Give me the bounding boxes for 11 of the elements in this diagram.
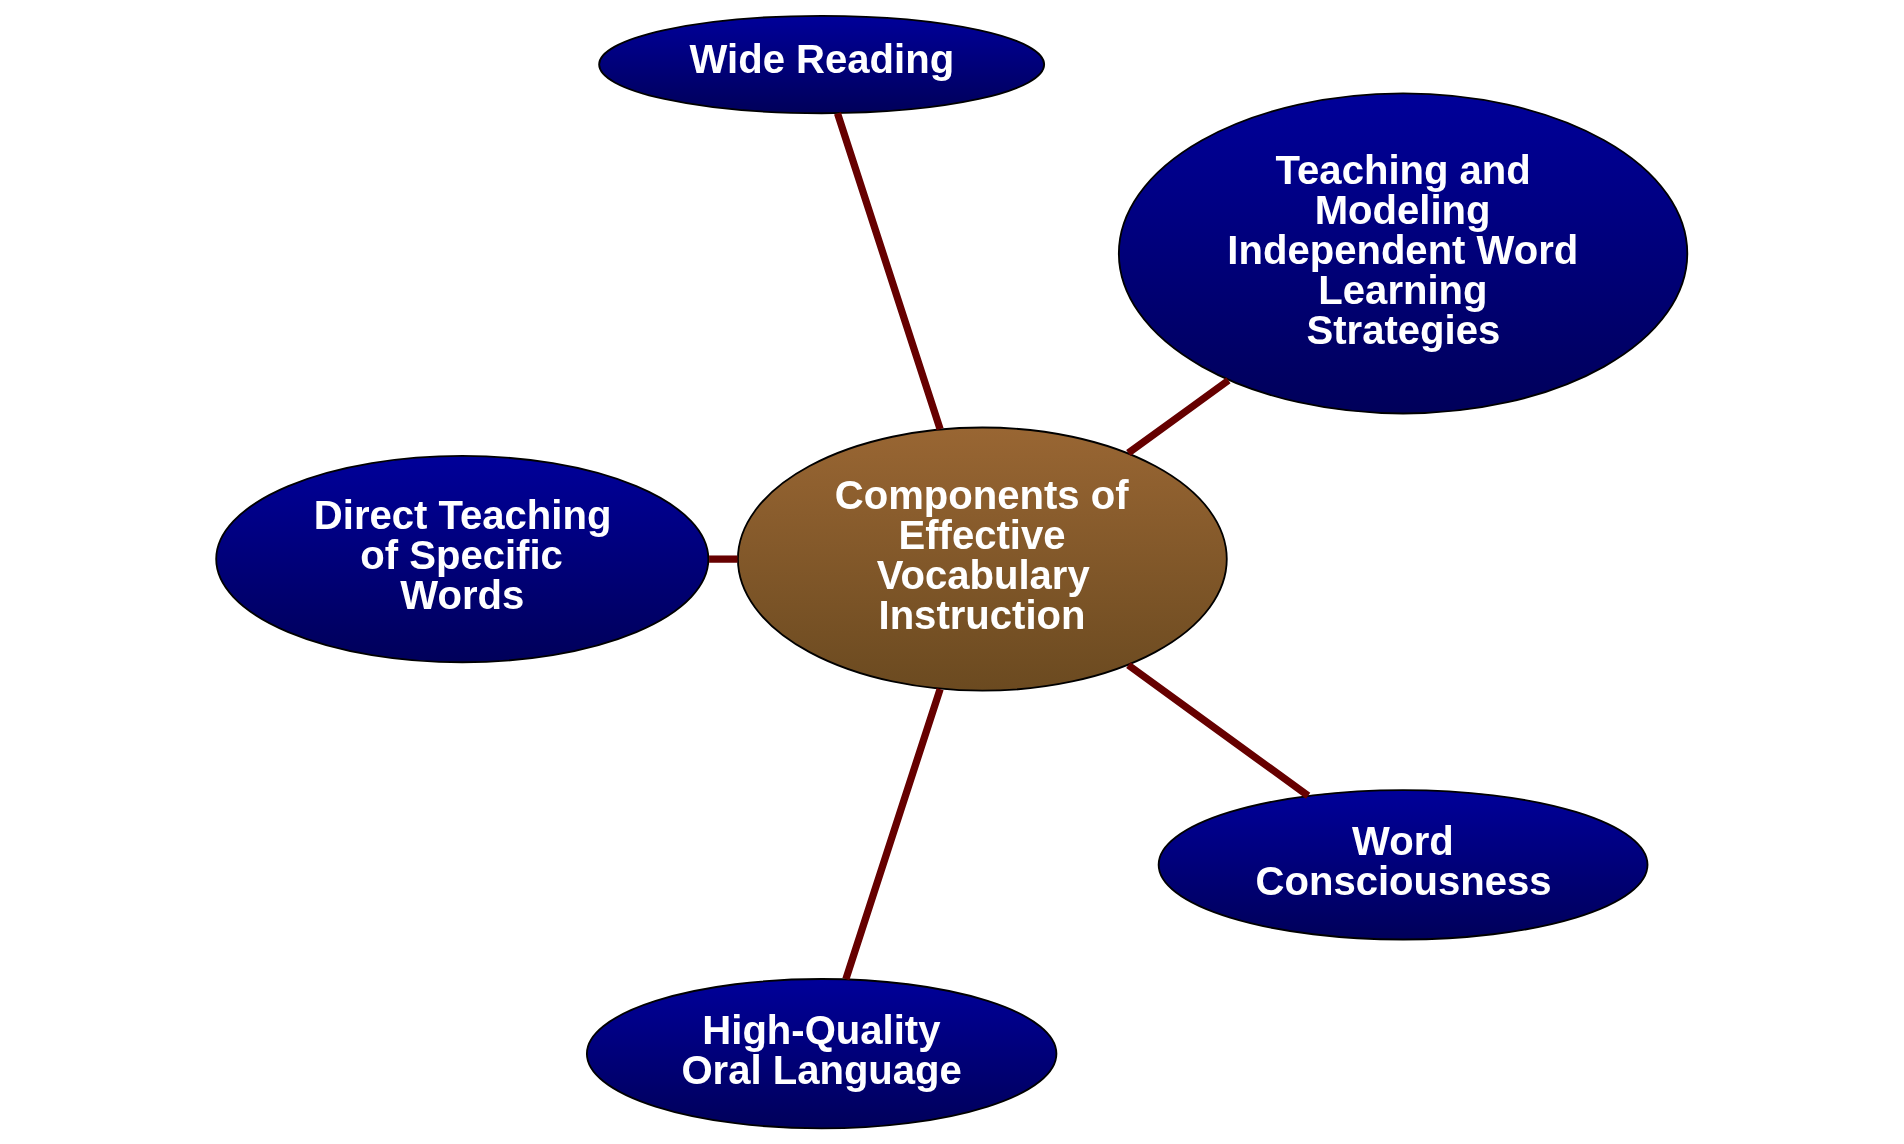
node-ellipse: Direct Teaching of Specific Words: [215, 455, 710, 664]
connector: [709, 555, 738, 563]
connector: [1126, 377, 1231, 456]
node-ellipse: High-Quality Oral Language: [585, 978, 1058, 1130]
node-ellipse: Teaching and Modeling Independent Word Learning Strategies: [1117, 92, 1689, 415]
node-ellipse: Word Consciousness: [1157, 789, 1649, 941]
node-ellipse: Wide Reading: [598, 14, 1046, 115]
node-ellipse: Components of Effective Vocabulary Instruction: [737, 426, 1228, 692]
connector: [842, 687, 944, 981]
connector: [834, 112, 944, 431]
connector: [1126, 662, 1311, 799]
